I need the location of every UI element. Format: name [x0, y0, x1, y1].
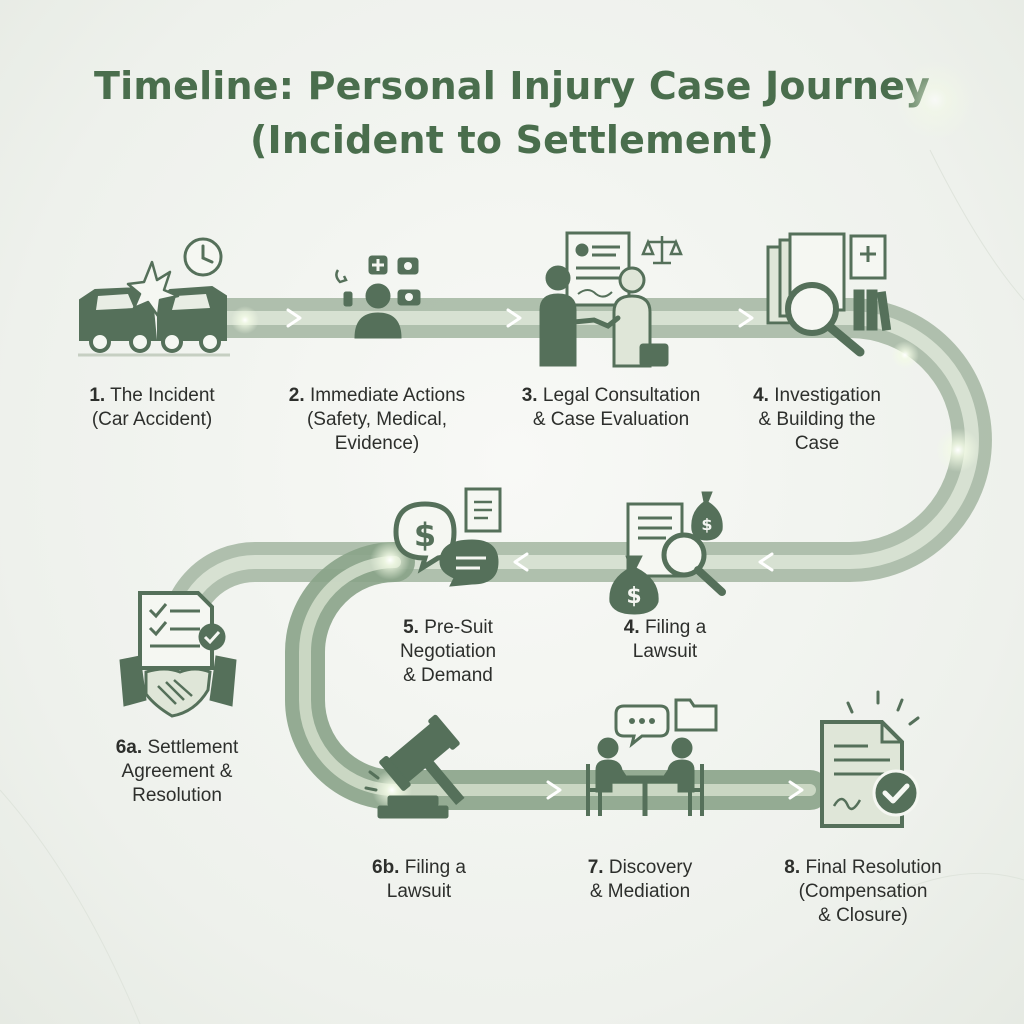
title-line-1: Timeline: Personal Injury Case Journey: [93, 64, 931, 108]
direction-arrows: [286, 308, 804, 800]
arrow-left-icon: [513, 552, 529, 572]
approved-document-icon: [820, 690, 920, 828]
arrow-left-icon: [758, 552, 774, 572]
step-4-label: 4. Investigation & Building the Case: [753, 385, 881, 454]
step-1-label: 1. The Incident (Car Accident): [89, 385, 215, 430]
documents-magnifier-icon: [766, 232, 892, 357]
background-arcs: [0, 149, 1024, 1024]
dollar-chat-icon: $: [393, 487, 502, 587]
step-3-label: 3. Legal Consultation & Case Evaluation: [521, 385, 701, 430]
arrow-right-icon: [286, 308, 302, 328]
step-7-label: 7. Discovery & Mediation: [587, 857, 693, 902]
step-number: 1.: [89, 385, 106, 406]
step-6b-label: 6b. Filing a Lawsuit: [372, 857, 466, 902]
handshake-lawyer-icon: [539, 231, 683, 368]
step-5-label: 5. Pre-Suit Negotiation & Demand: [399, 617, 497, 686]
svg-text:$: $: [414, 516, 436, 554]
svg-text:$: $: [626, 584, 641, 609]
step-number: 6b.: [372, 857, 400, 878]
step-number: 3.: [521, 385, 538, 406]
step-8-label: 8. Final Resolution (Compensation & Clos…: [784, 857, 942, 926]
arrow-right-icon: [788, 780, 804, 800]
step-number: 6a.: [115, 737, 143, 758]
step-number: 4.: [753, 385, 769, 406]
arrow-right-icon: [546, 780, 562, 800]
step-number: 2.: [288, 385, 305, 406]
step-number: 8.: [784, 857, 801, 878]
contract-handshake-icon: [119, 591, 237, 718]
step-2-label: 2. Immediate Actions (Safety, Medical, E…: [288, 385, 466, 454]
step-6a-label: 6a. Settlement Agreement & Resolution: [115, 737, 239, 806]
svg-text:$: $: [701, 515, 712, 534]
meeting-table-icon: [586, 698, 718, 816]
person-phone-medical-camera-icon: [335, 255, 421, 339]
timeline-path: [160, 298, 992, 810]
step-number: 7.: [587, 857, 604, 878]
title-line-2: (Incident to Settlement): [249, 118, 775, 162]
step-number: 4.: [623, 617, 640, 638]
car-crash-icon: [78, 237, 230, 357]
arrow-right-icon: [738, 308, 754, 328]
gavel-icon: [364, 714, 465, 819]
step-number: 5.: [403, 617, 419, 638]
money-bag-document-magnifier-icon: $ $: [609, 491, 726, 615]
step-filing-lawsuit-label: 4. Filing a Lawsuit: [623, 617, 707, 662]
arrow-right-icon: [506, 308, 522, 328]
